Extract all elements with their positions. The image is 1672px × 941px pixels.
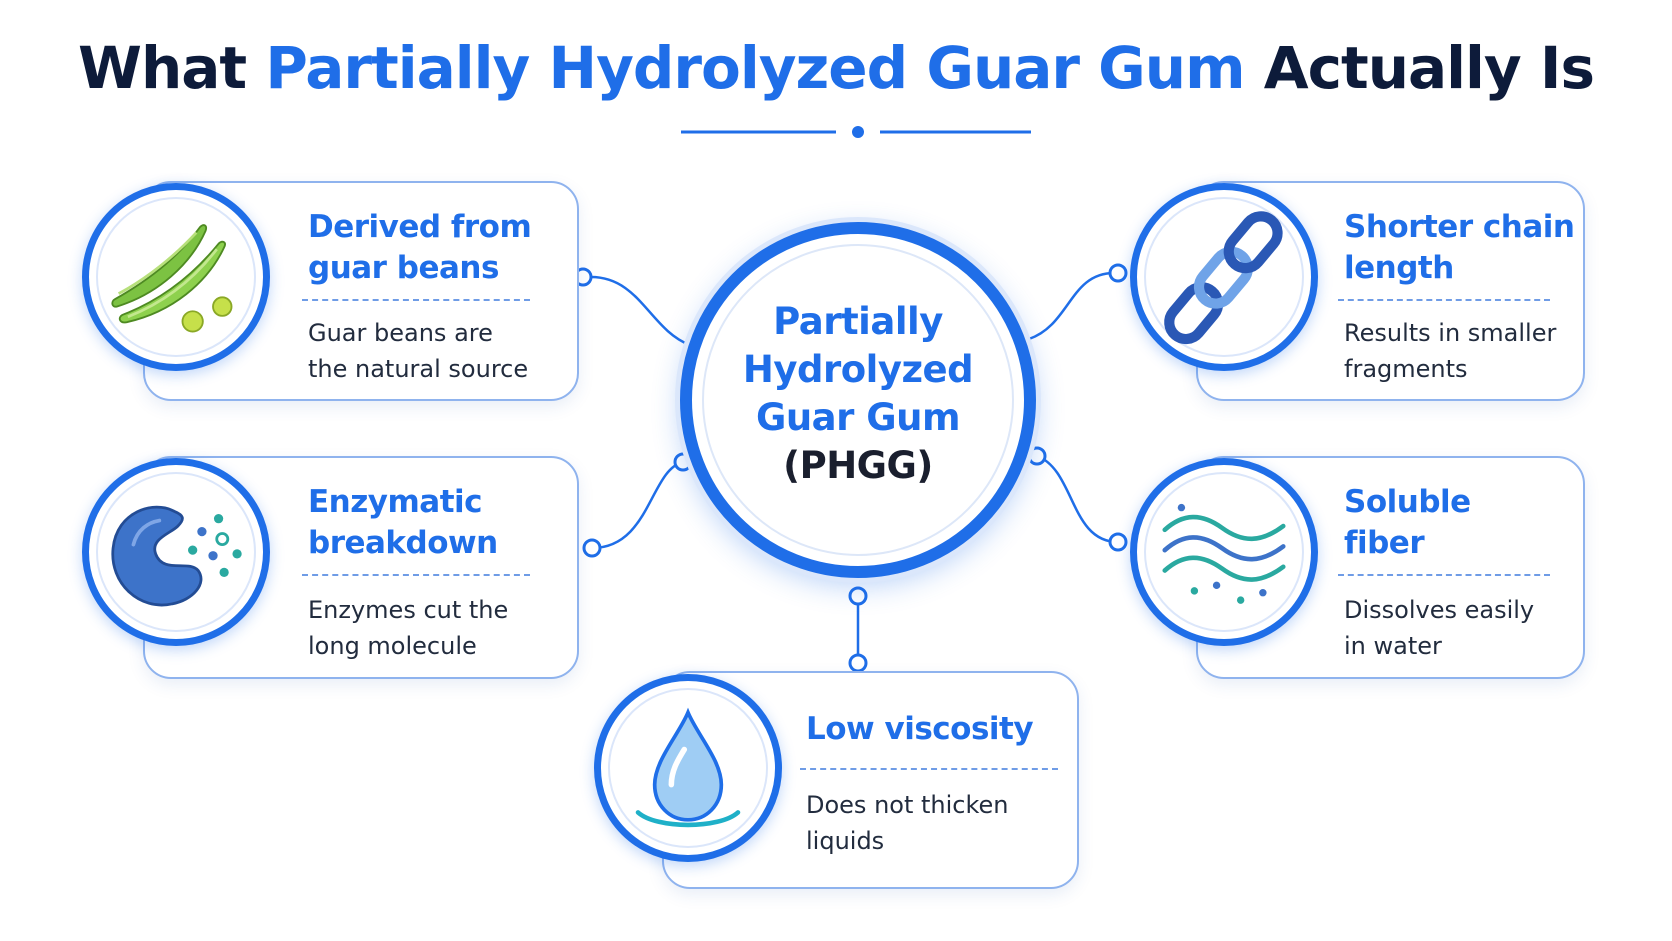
card-title-line: Enzymatic — [308, 484, 483, 520]
water-drop-icon-circle — [594, 674, 782, 862]
title-part-1: What — [78, 34, 266, 102]
card-title: Shorter chain length — [1344, 207, 1575, 289]
card-title-line: length — [1344, 250, 1454, 286]
card-description-line: Guar beans are — [308, 319, 493, 347]
chain-link-icon-circle — [1130, 183, 1318, 371]
center-label-line: Partially — [773, 300, 943, 343]
guar-beans-icon — [111, 224, 233, 333]
title-highlight: Partially Hydrolyzed Guar Gum — [265, 34, 1245, 102]
card-description: Enzymes cut the long molecule — [308, 592, 508, 664]
card-description-line: Dissolves easily — [1344, 596, 1535, 624]
card-description: Guar beans are the natural source — [308, 315, 528, 387]
card-divider — [302, 574, 530, 576]
title-part-2: Actually Is — [1244, 34, 1595, 102]
center-label-line: Guar Gum — [755, 396, 961, 439]
water-waves-icon-circle — [1130, 458, 1318, 646]
card-divider — [302, 299, 530, 301]
water-waves-icon — [1162, 503, 1286, 604]
card-description: Results in smaller fragments — [1344, 315, 1556, 387]
card-description-line: Enzymes cut the — [308, 596, 509, 624]
card-description-line: liquids — [806, 827, 885, 855]
guar-beans-icon-circle — [82, 183, 270, 371]
card-description-line: Results in smaller — [1344, 319, 1557, 347]
enzyme-icon — [111, 505, 242, 607]
card-title-line: breakdown — [308, 525, 498, 561]
card-description: Does not thicken liquids — [806, 787, 1009, 859]
center-phgg-circle: Partially Hydrolyzed Guar Gum (PHGG) — [680, 222, 1036, 578]
card-description-line: fragments — [1344, 355, 1468, 383]
card-title: Soluble fiber — [1344, 482, 1471, 564]
card-title-line: Soluble — [1344, 484, 1471, 520]
card-description-line: Does not thicken — [806, 791, 1009, 819]
center-abbreviation: (PHGG) — [783, 444, 933, 487]
card-title: Derived from guar beans — [308, 207, 532, 289]
card-title-line: Derived from — [308, 209, 532, 245]
center-label-line: Hydrolyzed — [742, 348, 974, 391]
page-title: What Partially Hydrolyzed Guar Gum Actua… — [0, 34, 1672, 102]
card-title-line: fiber — [1344, 525, 1425, 561]
card-title-line: Shorter chain — [1344, 209, 1575, 245]
card-title: Low viscosity — [806, 709, 1034, 750]
card-description: Dissolves easily in water — [1344, 592, 1534, 664]
card-description-line: in water — [1344, 632, 1442, 660]
center-label: Partially Hydrolyzed Guar Gum (PHGG) — [692, 298, 1024, 490]
water-drop-icon — [635, 707, 741, 828]
enzyme-icon-circle — [82, 458, 270, 646]
card-title: Enzymatic breakdown — [308, 482, 498, 564]
card-divider — [1338, 574, 1550, 576]
card-divider — [1338, 299, 1550, 301]
chain-link-icon — [1164, 211, 1283, 345]
title-divider — [681, 126, 1031, 138]
card-divider — [800, 768, 1058, 770]
card-title-line: guar beans — [308, 250, 499, 286]
card-description-line: long molecule — [308, 632, 477, 660]
card-description-line: the natural source — [308, 355, 529, 383]
card-title-line: Low viscosity — [806, 711, 1034, 747]
